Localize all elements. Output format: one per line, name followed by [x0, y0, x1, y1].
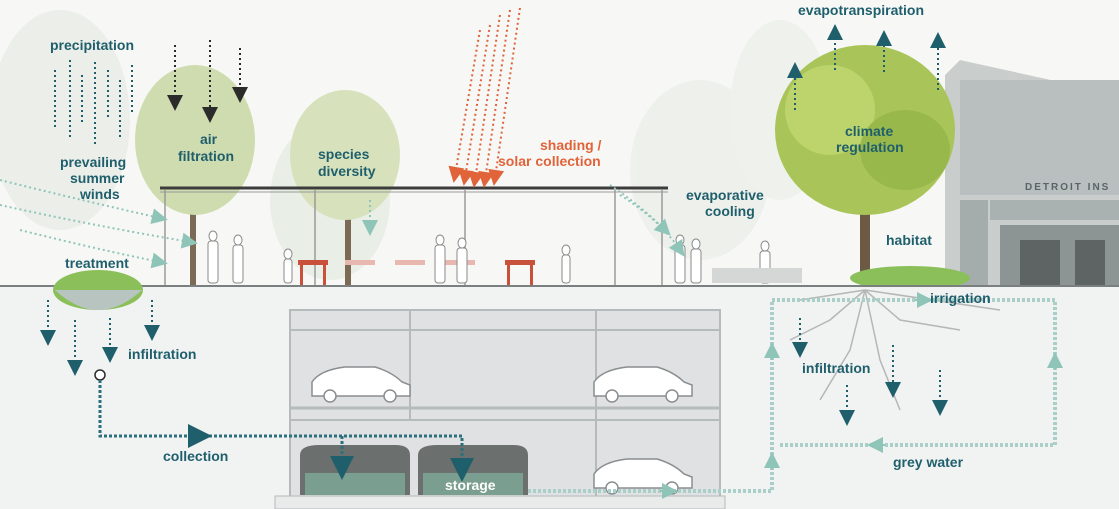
- label-infiltration-left: infiltration: [128, 346, 196, 362]
- label-cooling: cooling: [705, 203, 755, 219]
- building-sign: DETROIT INS: [1025, 182, 1110, 193]
- label-irrigation: irrigation: [930, 290, 991, 306]
- label-air: air: [200, 131, 218, 147]
- treatment-bioswale: [53, 270, 143, 310]
- museum-building: DETROIT INS: [945, 60, 1119, 290]
- label-grey-water: grey water: [893, 454, 964, 470]
- label-habitat: habitat: [886, 232, 932, 248]
- planter-box: [712, 268, 802, 283]
- label-collection: collection: [163, 448, 228, 464]
- label-evapotranspiration: evapotranspiration: [798, 2, 924, 18]
- label-storage: storage: [445, 477, 496, 493]
- label-summer: summer: [70, 170, 125, 186]
- label-shading: shading /: [540, 137, 602, 153]
- label-treatment: treatment: [65, 255, 129, 271]
- label-solar-collection: solar collection: [498, 153, 601, 169]
- label-filtration: filtration: [178, 148, 234, 164]
- label-winds: winds: [79, 186, 120, 202]
- label-infiltration-right: infiltration: [802, 360, 870, 376]
- label-diversity: diversity: [318, 163, 376, 179]
- label-prevailing: prevailing: [60, 154, 126, 170]
- label-evaporative: evaporative: [686, 187, 764, 203]
- label-regulation: regulation: [836, 139, 904, 155]
- label-species: species: [318, 146, 370, 162]
- label-precipitation: precipitation: [50, 37, 134, 53]
- label-climate: climate: [845, 123, 893, 139]
